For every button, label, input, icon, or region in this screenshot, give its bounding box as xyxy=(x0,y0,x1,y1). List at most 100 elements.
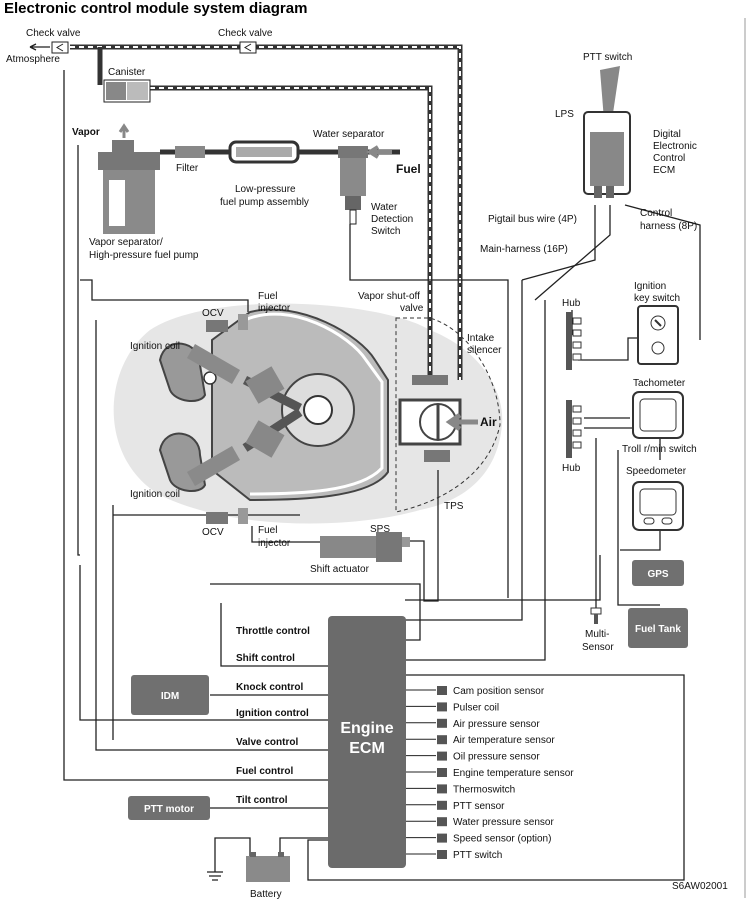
gps-box xyxy=(632,560,684,586)
ocv-top-label: OCV xyxy=(202,308,224,319)
atmosphere-label: Atmosphere xyxy=(6,54,60,65)
troll-label: Troll r/min switch xyxy=(622,444,697,455)
control-label: Valve control xyxy=(236,737,298,748)
vapor-hoses xyxy=(70,44,463,380)
sensor-label: Air pressure sensor xyxy=(453,719,540,730)
sensor-label: Speed sensor (option) xyxy=(453,834,551,845)
ocv-top xyxy=(206,320,228,332)
idm-label: IDM xyxy=(161,691,179,702)
sensor-connector xyxy=(437,768,447,777)
sensor-connector xyxy=(437,850,447,859)
intake-silencer-label-1: Intake xyxy=(467,333,495,344)
ptt-switch-top-label: PTT switch xyxy=(583,52,632,63)
gps-label: GPS xyxy=(647,569,668,580)
diagram-code: S6AW02001 xyxy=(672,881,728,892)
sensor-connector xyxy=(437,718,447,728)
engine-ecm-label-2: ECM xyxy=(349,740,385,757)
pigtail-label: Pigtail bus wire (4P) xyxy=(488,214,577,225)
shift-actuator xyxy=(320,532,410,562)
sensor-label: PTT switch xyxy=(453,850,502,861)
tachometer xyxy=(632,391,684,439)
sensor-label: Cam position sensor xyxy=(453,686,545,697)
air-arrow xyxy=(445,412,478,432)
sensor-connector xyxy=(437,784,447,794)
check-valve-left-label: Check valve xyxy=(26,28,81,39)
speedometer xyxy=(632,481,684,531)
water-separator-label: Water separator xyxy=(313,129,385,140)
digital-ecm-label-2: Electronic xyxy=(653,141,697,152)
fuel-injector-bottom xyxy=(238,508,248,524)
diagram-title: Electronic control module system diagram xyxy=(4,0,307,17)
ignition-key-label-1: Ignition xyxy=(634,281,666,292)
vapor-up-arrow xyxy=(118,123,130,138)
vapor-label: Vapor xyxy=(72,127,100,138)
canister-label: Canister xyxy=(108,67,146,78)
control-label: Fuel control xyxy=(236,766,293,777)
tps-label: TPS xyxy=(444,501,464,512)
fuel-label: Fuel xyxy=(396,162,421,176)
battery-label: Battery xyxy=(250,889,282,900)
multi-sensor-label-1: Multi- xyxy=(585,629,609,640)
hub-top-label: Hub xyxy=(562,298,581,309)
low-pressure-pump xyxy=(228,140,300,164)
canister xyxy=(103,79,151,103)
hub-bottom xyxy=(566,400,582,458)
check-valve-left xyxy=(51,41,69,54)
sensor-connector xyxy=(437,735,447,745)
water-detect-label-1: Water xyxy=(371,202,398,213)
control-label: Tilt control xyxy=(236,795,288,806)
lp-pump-label-1: Low-pressure xyxy=(235,184,296,195)
control-harness-label-1: Control xyxy=(640,208,672,219)
atmosphere-arrow xyxy=(29,43,50,51)
idm-box xyxy=(131,675,209,715)
fuel-tank-label: Fuel Tank xyxy=(635,624,681,635)
water-separator xyxy=(338,146,368,225)
speedometer-label: Speedometer xyxy=(626,466,687,477)
vapor-separator-label-2: High-pressure fuel pump xyxy=(89,250,199,261)
sensor-connector xyxy=(437,800,447,810)
digital-ecm-label-1: Digital xyxy=(653,129,681,140)
sensor-label: Air temperature sensor xyxy=(453,735,555,746)
check-valve-right xyxy=(239,41,257,54)
sensor-label: PTT sensor xyxy=(453,801,505,812)
shift-actuator-label: Shift actuator xyxy=(310,564,370,575)
vapor-shutoff-label-2: valve xyxy=(400,303,424,314)
ignition-coil-bottom-label: Ignition coil xyxy=(130,489,180,500)
fuel-injector-bottom-label-2: injector xyxy=(258,538,291,549)
control-label: Knock control xyxy=(236,682,303,693)
vapor-shutoff-label-1: Vapor shut-off xyxy=(358,291,420,302)
vapor-separator-label-1: Vapor separator/ xyxy=(89,237,163,248)
fuel-tank-box xyxy=(628,608,688,648)
filter xyxy=(175,146,205,158)
battery xyxy=(246,852,290,882)
digital-ecm-label-3: Control xyxy=(653,153,685,164)
control-harness-label-2: harness (8P) xyxy=(640,221,697,232)
fuel-arrow xyxy=(366,145,392,159)
water-detect-label-3: Switch xyxy=(371,226,400,237)
multi-sensor xyxy=(590,607,602,624)
vapor-separator xyxy=(98,140,160,234)
ignition-coil-bottom xyxy=(187,446,240,486)
ignition-key-switch xyxy=(637,305,679,365)
intake-silencer-label-2: silencer xyxy=(467,345,502,356)
tps-sensor xyxy=(424,450,450,462)
sensor-connector xyxy=(437,702,447,712)
digital-ecm-label-4: ECM xyxy=(653,165,675,176)
engine-ecm xyxy=(328,616,406,868)
filter-label: Filter xyxy=(176,163,199,174)
water-detect-label-2: Detection xyxy=(371,214,413,225)
tachometer-label: Tachometer xyxy=(633,378,686,389)
ignition-key-label-2: key switch xyxy=(634,293,680,304)
multi-sensor-label-2: Sensor xyxy=(582,642,614,653)
sensor-label: Thermoswitch xyxy=(453,784,515,795)
sensor-label: Oil pressure sensor xyxy=(453,752,540,763)
control-label: Ignition control xyxy=(236,708,309,719)
ground-symbol xyxy=(207,871,223,881)
control-label: Shift control xyxy=(236,653,295,664)
engine-ecm-label-1: Engine xyxy=(340,720,393,737)
sensor-connector xyxy=(437,686,447,695)
air-label: Air xyxy=(480,415,497,429)
check-valve-right-label: Check valve xyxy=(218,28,273,39)
